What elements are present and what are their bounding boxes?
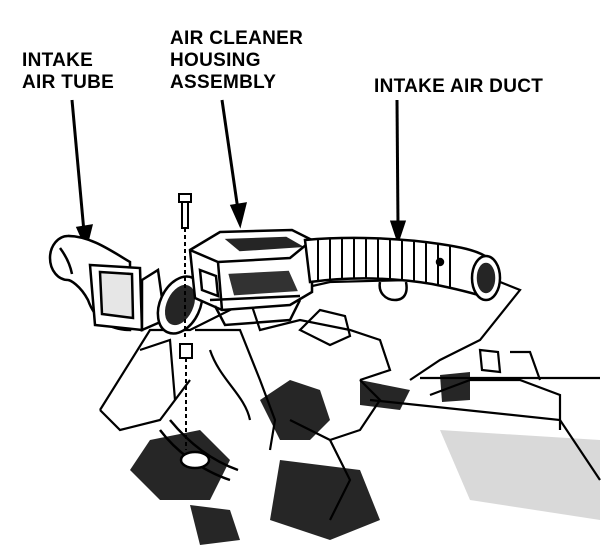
label-line: AIR CLEANER xyxy=(170,28,304,49)
label-intake-air-duct: INTAKE AIR DUCT xyxy=(374,76,543,98)
mounting-bolt xyxy=(178,193,192,340)
engine-shading xyxy=(130,372,600,545)
breather-hose xyxy=(159,419,239,482)
air-cleaner-housing xyxy=(188,228,314,327)
label-line: AIR TUBE xyxy=(22,72,115,93)
label-intake-air-tube: INTAKE AIR TUBE xyxy=(22,50,114,94)
leader-arrows xyxy=(70,99,407,251)
arrow-intake-air-duct xyxy=(395,99,400,227)
mounting-grommet xyxy=(179,343,193,450)
label-air-cleaner-housing-assembly: AIR CLEANER HOUSING ASSEMBLY xyxy=(170,28,303,94)
label-line: INTAKE xyxy=(22,50,94,71)
arrow-intake-air-tube xyxy=(70,99,86,233)
intake-air-tube xyxy=(48,234,167,332)
air-cleaner-gasket xyxy=(156,275,204,335)
label-line: HOUSING xyxy=(170,50,261,71)
arrow-air-cleaner xyxy=(220,99,240,211)
label-line: ASSEMBLY xyxy=(170,72,277,93)
intake-air-duct xyxy=(303,236,502,302)
label-line: INTAKE AIR DUCT xyxy=(374,76,544,97)
